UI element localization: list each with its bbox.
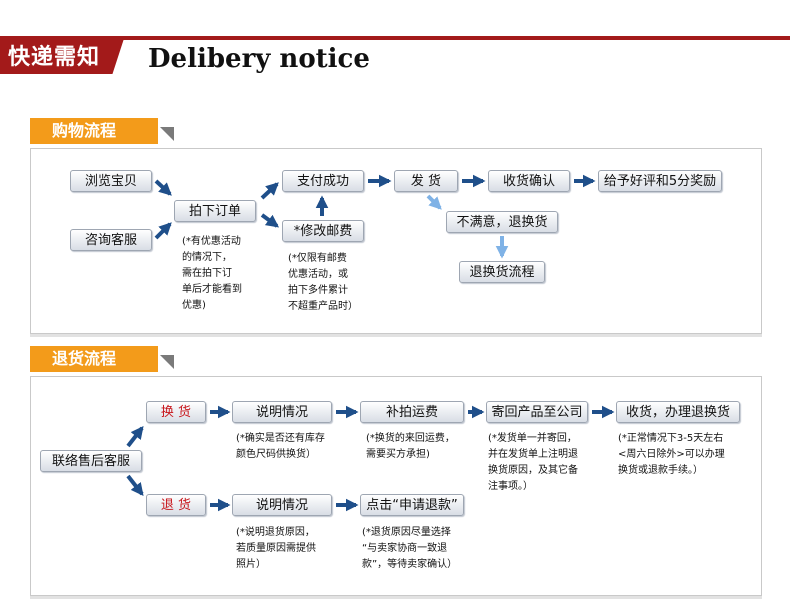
unsatisfied-box: 不满意，退换货 (446, 211, 558, 233)
shopping-tab-tail (160, 127, 174, 141)
note-mail-back: (*发货单一并寄回， 并在发货单上注明退 换货原因，及其它备 注事项。） (488, 433, 578, 492)
browse-box: 浏览宝贝 (70, 170, 152, 192)
ship-box: 发 货 (394, 170, 458, 192)
explain-exchange-box: 说明情况 (232, 401, 332, 423)
note-explain-refund: (*说明退货原因， 若质量原因需提供 照片） (236, 527, 316, 570)
returns-tab-tail (160, 355, 174, 369)
confirm-box: 收货确认 (488, 170, 570, 192)
note-apply-refund: (*退货原因尽量选择 “与卖家协商一致退 款”，等待卖家确认） (362, 527, 458, 570)
refund-box: 退 货 (146, 494, 206, 516)
mail-back-box: 寄回产品至公司 (486, 401, 588, 423)
note-freight: (*换货的来回运费， 需要买方承担) (366, 433, 455, 460)
arrow-ship-unsatisfied (426, 194, 442, 210)
return-flow-box: 退换货流程 (459, 261, 545, 283)
modify-postage-box: *修改邮费 (282, 220, 364, 242)
payment-box: 支付成功 (282, 170, 364, 192)
note-explain-exchange: (*确实是否还有库存 颜色尺码供换货） (236, 433, 325, 460)
review-box: 给予好评和5分奖励 (598, 170, 722, 192)
arrow-contact-refund (126, 474, 144, 497)
shopping-tab: 购物流程 (30, 118, 158, 144)
arrow-browse-order (154, 179, 172, 196)
apply-refund-box: 点击“申请退款” (360, 494, 464, 516)
freight-box: 补拍运费 (360, 401, 464, 423)
returns-tab: 退货流程 (30, 346, 158, 372)
note-modify-postage: (*仅限有邮费 优惠活动，或 拍下多件累计 不超重产品时） (288, 253, 358, 312)
explain-refund-box: 说明情况 (232, 494, 332, 516)
exchange-box: 换 货 (146, 401, 206, 423)
contact-service-box: 联络售后客服 (40, 450, 142, 472)
arrow-contact-exchange (126, 425, 144, 448)
note-order: (*有优惠活动 的情况下， 需在拍下订 单后才能看到 优惠) (182, 236, 242, 311)
header-bar (0, 36, 790, 40)
note-receive: (*正常情况下3-5天左右 <周六日除外>可以办理 换货或退款手续。） (618, 433, 725, 476)
arrow-consult-order (154, 222, 172, 240)
arrow-order-pay (260, 182, 279, 200)
order-box: 拍下订单 (174, 200, 256, 222)
title-en: Delibery notice (148, 44, 370, 74)
receive-box: 收货，办理退换货 (616, 401, 740, 423)
arrow-order-modify (260, 213, 280, 228)
consult-box: 咨询客服 (70, 229, 152, 251)
title-cn: 快递需知 (0, 40, 128, 74)
